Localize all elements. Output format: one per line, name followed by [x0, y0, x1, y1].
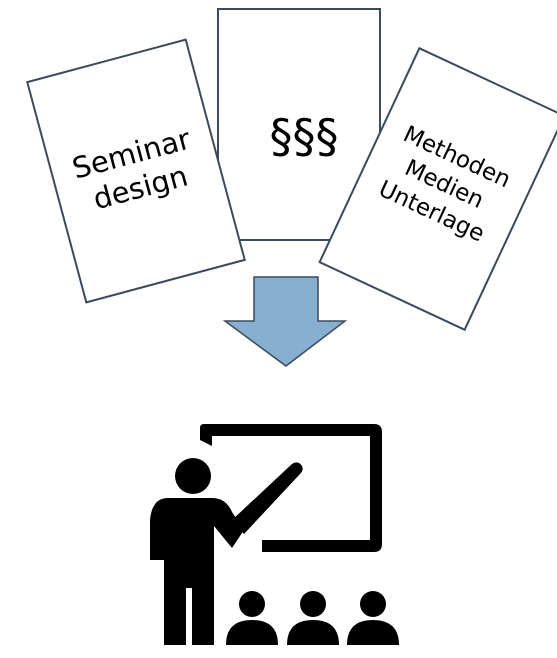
pointer-icon: [232, 462, 303, 534]
card-seminar-design-frame: [26, 38, 246, 304]
card-methods-frame: [318, 46, 557, 332]
card-legal: §§§: [217, 8, 381, 241]
down-arrow-icon: [222, 276, 348, 367]
audience-icon: [226, 591, 399, 645]
presenter-head-icon: [175, 458, 211, 494]
presenter-at-board-with-audience-icon: [150, 424, 399, 645]
presenter-body-icon: [150, 498, 244, 645]
card-methods: Methoden Medien Unterlage: [318, 46, 557, 332]
card-seminar-design: Seminar design: [26, 38, 246, 304]
card-legal-symbol: §§§: [270, 109, 339, 163]
